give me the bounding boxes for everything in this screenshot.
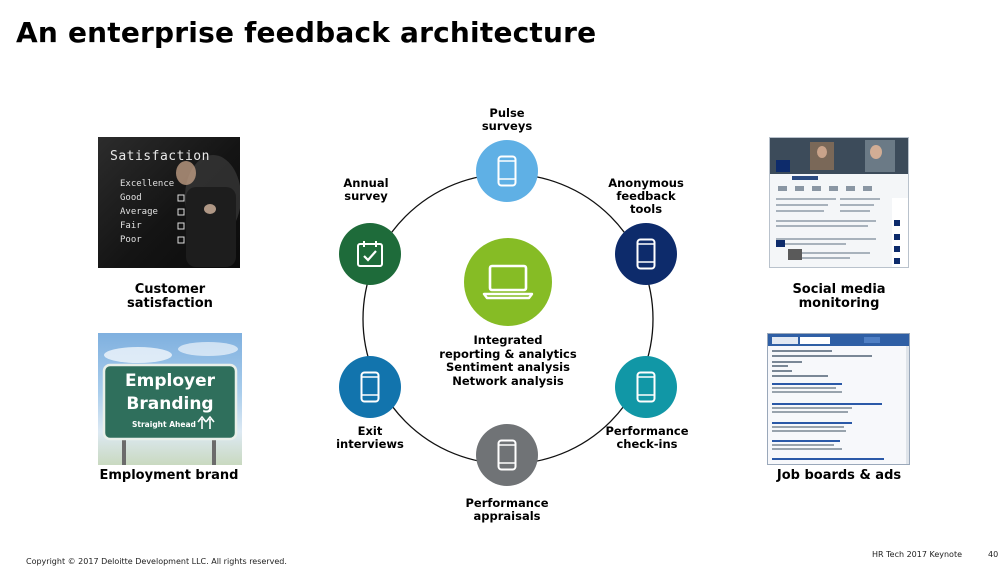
satisfaction-illustration: [176, 155, 240, 267]
social-media-illustration: [770, 138, 908, 267]
center-line-1: Integrated: [473, 333, 543, 347]
copyright-text: Copyright © 2017 Deloitte Development LL…: [26, 557, 287, 566]
performance-appraisals-label: Performance appraisals: [465, 496, 549, 523]
laptop-icon: [482, 264, 534, 300]
performance-appraisals-node: [476, 424, 538, 486]
social-media-label: Social media monitoring: [792, 282, 886, 311]
customer-satisfaction-label: Customer satisfaction: [127, 282, 213, 311]
anonymous-feedback-label: Anonymous feedback tools: [608, 176, 684, 216]
satisfaction-heading: Satisfaction: [110, 149, 210, 164]
performance-checkins-node: [615, 356, 677, 418]
page-title: An enterprise feedback architecture: [16, 16, 597, 49]
exit-interviews-label: Exit interviews: [336, 424, 404, 451]
page-number: 40: [988, 550, 999, 559]
employer-branding-image: Employer Branding Straight Ahead: [98, 333, 242, 465]
phone-icon: [360, 371, 380, 403]
pulse-surveys-node: [476, 140, 538, 202]
center-line-3: Sentiment analysis: [446, 360, 570, 374]
social-media-screenshot: [769, 137, 909, 268]
employment-brand-label: Employment brand: [99, 468, 239, 483]
phone-icon: [636, 238, 656, 270]
employer-line-3: Straight Ahead: [132, 420, 196, 429]
employer-line-1: Employer: [125, 371, 215, 391]
phone-icon: [636, 371, 656, 403]
satisfaction-item: Excellence: [120, 179, 175, 189]
road-sign-illustration: [102, 342, 238, 465]
anonymous-feedback-node: [615, 223, 677, 285]
phone-icon: [497, 439, 517, 471]
job-boards-illustration: [768, 334, 909, 464]
annual-survey-label: Annual survey: [343, 176, 389, 203]
center-line-2: reporting & analytics: [439, 346, 577, 361]
employer-line-2: Branding: [126, 394, 214, 414]
calendar-check-icon: [357, 241, 383, 267]
center-text: Integrated reporting & analytics Sentime…: [438, 333, 578, 388]
job-boards-screenshot: [767, 333, 910, 465]
annual-survey-node: [339, 223, 401, 285]
pulse-surveys-label: Pulse surveys: [481, 106, 533, 133]
satisfaction-item: Poor: [120, 235, 142, 245]
satisfaction-item: Average: [120, 207, 158, 217]
phone-icon: [497, 155, 517, 187]
event-name: HR Tech 2017 Keynote: [872, 550, 963, 559]
exit-interviews-node: [339, 356, 401, 418]
center-line-4: Network analysis: [452, 373, 564, 388]
satisfaction-item: Good: [120, 193, 142, 203]
satisfaction-image: Satisfaction Excellence Good Average Fai…: [98, 137, 240, 268]
satisfaction-item: Fair: [120, 221, 142, 231]
performance-checkins-label: Performance check-ins: [605, 424, 689, 451]
center-laptop-circle: [464, 238, 552, 326]
job-boards-label: Job boards & ads: [776, 468, 902, 483]
